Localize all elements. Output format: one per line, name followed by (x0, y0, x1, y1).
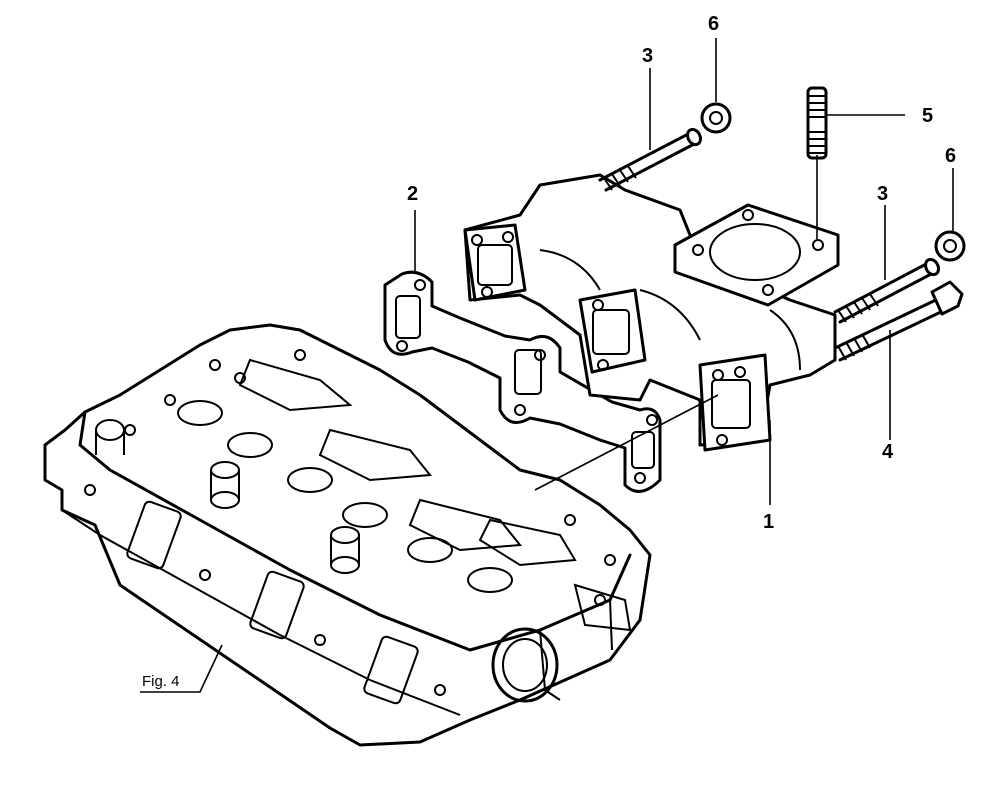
leader-lines (140, 38, 954, 693)
alignment-line (534, 394, 719, 491)
nut-right (934, 230, 966, 262)
callout-3-right: 3 (877, 183, 888, 205)
stud (806, 86, 828, 160)
callout-4: 4 (882, 441, 894, 463)
cylinder-head (43, 323, 652, 747)
callout-labels: 1 2 3 3 4 5 6 6 (407, 13, 956, 533)
callout-6-upper: 6 (708, 13, 719, 35)
callout-1: 1 (763, 511, 774, 533)
bolt-middle (833, 257, 940, 324)
nut-upper (700, 102, 732, 134)
callout-6-right: 6 (945, 145, 956, 167)
fig-reference: Fig. 4 (142, 673, 180, 690)
callout-2: 2 (407, 183, 418, 205)
manifold-gasket (383, 270, 662, 493)
bolt-upper (598, 127, 702, 192)
callout-5: 5 (922, 105, 933, 127)
bolt-long (833, 280, 964, 362)
callout-3-upper: 3 (642, 45, 653, 67)
exhaust-manifold (463, 173, 840, 452)
